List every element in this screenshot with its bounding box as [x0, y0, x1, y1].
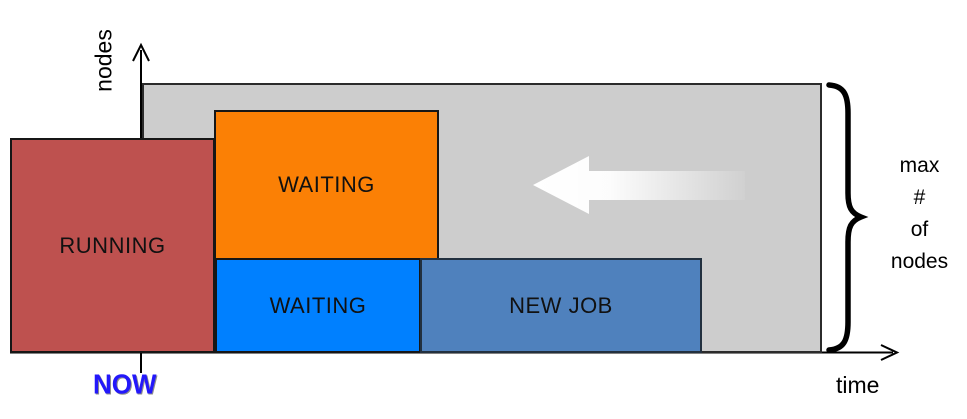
- new-job-box-label: NEW JOB: [509, 292, 613, 318]
- x-axis-label: time: [836, 372, 880, 398]
- y-axis-label: nodes: [90, 29, 117, 92]
- max-nodes-label-line3: of: [910, 218, 929, 241]
- waiting-bottom-box: WAITING: [215, 258, 421, 353]
- max-nodes-label-line1: max: [899, 154, 940, 177]
- now-marker-label: NOW: [93, 368, 157, 400]
- max-nodes-label-line2: #: [913, 186, 926, 209]
- running-box: RUNNING: [10, 138, 215, 353]
- waiting-top-box: WAITING: [214, 110, 439, 260]
- max-nodes-label-line4: nodes: [890, 250, 949, 273]
- x-axis-arrowhead-icon: [880, 344, 900, 361]
- new-job-box: NEW JOB: [420, 258, 702, 353]
- running-box-label: RUNNING: [59, 232, 166, 258]
- waiting-top-box-label: WAITING: [278, 172, 375, 197]
- max-nodes-label: max # of nodes: [872, 150, 967, 278]
- max-nodes-brace: [826, 82, 869, 353]
- y-axis-arrowhead-icon: [132, 42, 150, 62]
- waiting-bottom-box-label: WAITING: [269, 292, 367, 318]
